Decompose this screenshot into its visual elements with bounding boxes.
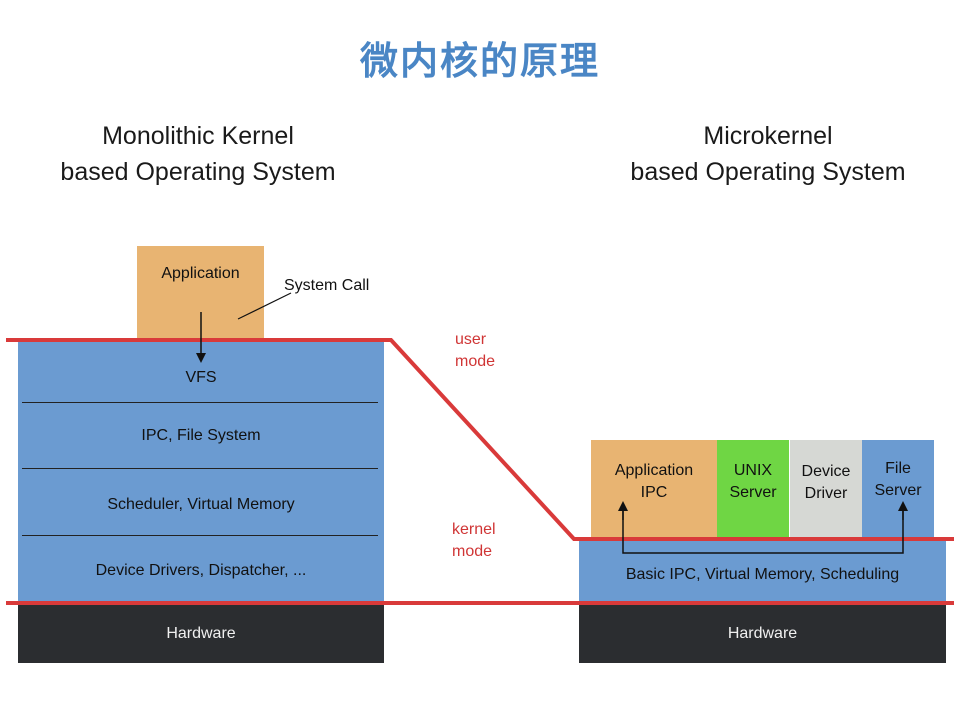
service-label-line1: Application <box>614 462 694 479</box>
kernel-mode-line2: mode <box>452 543 493 560</box>
service-label-line1: Device <box>801 463 851 480</box>
monolithic-hardware-label: Hardware <box>166 625 236 642</box>
service-application-ipc: Application IPC <box>591 440 717 538</box>
monolithic-heading: Monolithic Kernel based Operating System <box>38 118 358 190</box>
system-call-pointer <box>237 292 292 320</box>
service-file-server: File Server <box>862 440 934 538</box>
layer-divider <box>22 535 378 536</box>
ipc-path-arrow <box>622 508 904 554</box>
service-device-driver: Device Driver <box>790 440 862 538</box>
microkernel-heading-line1: Microkernel <box>703 122 833 150</box>
page-title: 微内核的原理 <box>359 39 600 83</box>
layer-divider <box>22 468 378 469</box>
service-label-line2: Driver <box>804 485 848 502</box>
system-call-label: System Call <box>284 277 370 294</box>
service-label-line2: Server <box>729 484 777 501</box>
layer-scheduler-vm: Scheduler, Virtual Memory <box>107 496 295 513</box>
service-label-line2: IPC <box>640 484 668 501</box>
microkernel-kernel-label: Basic IPC, Virtual Memory, Scheduling <box>625 566 900 583</box>
monolithic-kernel-block: VFS IPC, File System Scheduler, Virtual … <box>18 341 384 603</box>
kernel-mode-line1: kernel <box>452 521 496 538</box>
user-kernel-boundary-line <box>6 338 954 541</box>
user-mode-line1: user <box>455 331 487 348</box>
microkernel-kernel-block: Basic IPC, Virtual Memory, Scheduling <box>579 540 946 603</box>
microkernel-heading: Microkernel based Operating System <box>608 118 928 190</box>
monolithic-application-label: Application <box>161 265 240 282</box>
layer-device-drivers: Device Drivers, Dispatcher, ... <box>95 562 307 579</box>
layer-divider <box>22 402 378 403</box>
layer-vfs: VFS <box>185 369 217 386</box>
service-label-line1: File <box>885 460 911 477</box>
microkernel-hardware-label: Hardware <box>727 625 798 642</box>
service-label-line1: UNIX <box>733 462 773 479</box>
microkernel-heading-line2: based Operating System <box>630 158 906 186</box>
service-label-line2: Server <box>874 482 922 499</box>
monolithic-heading-line2: based Operating System <box>60 158 336 186</box>
monolithic-hardware-block: Hardware <box>18 605 384 663</box>
service-unix-server: UNIX Server <box>717 440 789 538</box>
user-mode-label: user mode <box>455 329 495 373</box>
microkernel-hardware-block: Hardware <box>579 605 946 663</box>
monolithic-heading-line1: Monolithic Kernel <box>102 122 294 150</box>
user-mode-line2: mode <box>455 353 496 370</box>
layer-ipc-file-system: IPC, File System <box>141 427 261 444</box>
kernel-mode-label: kernel mode <box>452 519 496 563</box>
